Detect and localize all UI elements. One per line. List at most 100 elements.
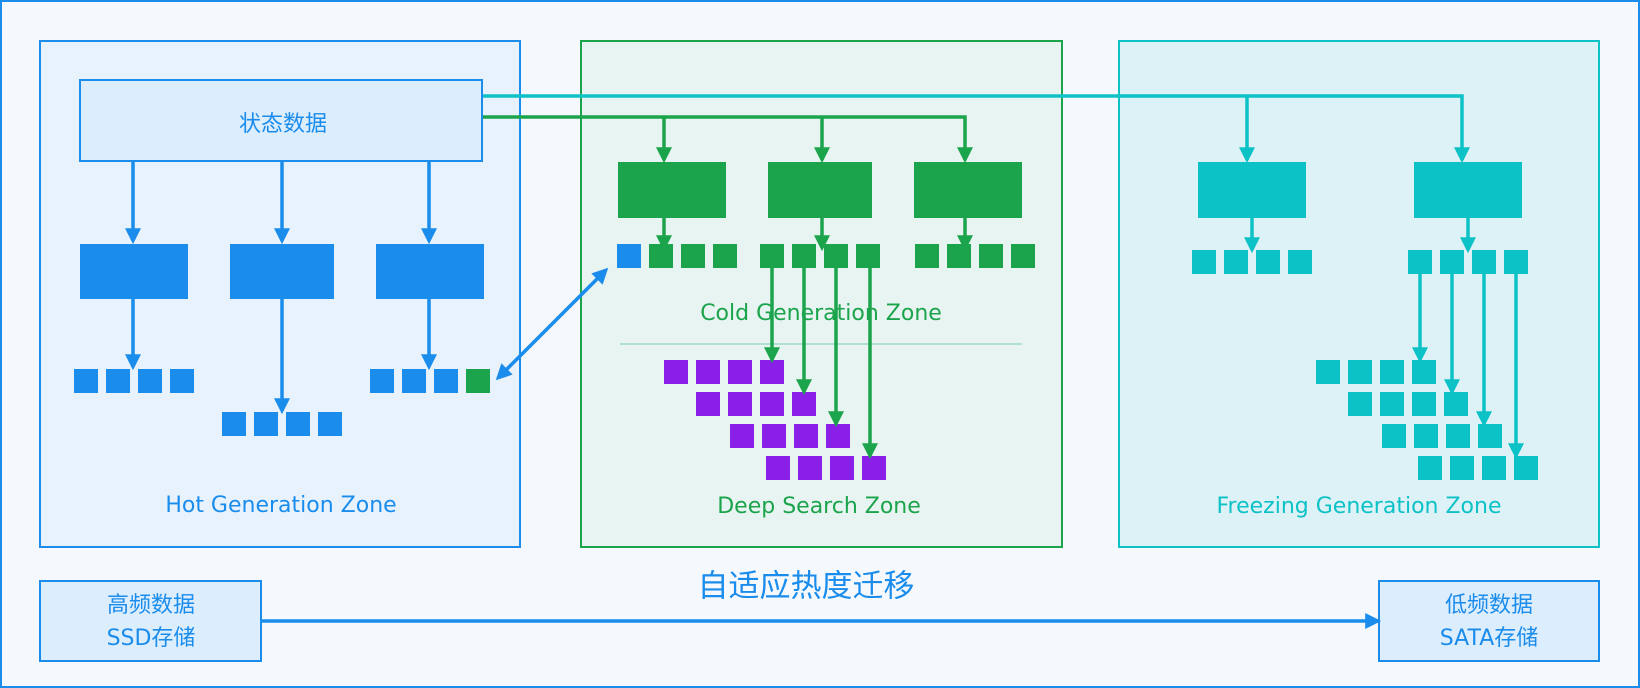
cold-segment — [824, 244, 848, 268]
freezing-deep-segment — [1382, 424, 1406, 448]
freezing-deep-segment — [1514, 456, 1538, 480]
cold-segment — [947, 244, 971, 268]
high-frequency-label: 高频数据 — [107, 593, 195, 618]
freezing-generation-block — [1414, 162, 1522, 218]
cold-segment — [979, 244, 1003, 268]
hot-segment — [286, 412, 310, 436]
cold-generation-block — [768, 162, 872, 218]
freezing-deep-segment-group — [1316, 360, 1538, 480]
deep-segment — [664, 360, 688, 384]
deep-segment-group — [664, 360, 886, 480]
cold-segment — [649, 244, 673, 268]
cold-segment — [915, 244, 939, 268]
hot-segment — [170, 369, 194, 393]
freezing-deep-segment — [1446, 424, 1470, 448]
deep-segment — [762, 424, 786, 448]
deep-segment — [728, 392, 752, 416]
deep-segment — [728, 360, 752, 384]
freezing-segment — [1472, 250, 1496, 274]
hot-segment — [402, 369, 426, 393]
cold-segment-group — [760, 244, 880, 268]
deep-segment — [798, 456, 822, 480]
hot-segment — [106, 369, 130, 393]
freezing-deep-segment — [1418, 456, 1442, 480]
migrated-cold-segment — [466, 369, 490, 393]
deep-segment — [794, 424, 818, 448]
freezing-deep-segment — [1444, 392, 1468, 416]
cold-segment — [760, 244, 784, 268]
deep-segment — [792, 392, 816, 416]
migrated-hot-segment — [617, 244, 641, 268]
deep-segment — [830, 456, 854, 480]
freezing-deep-segment — [1316, 360, 1340, 384]
hot-segment — [74, 369, 98, 393]
deep-segment — [760, 392, 784, 416]
hot-segment-group — [370, 369, 490, 393]
deep-segment — [730, 424, 754, 448]
hot-segment-group — [74, 369, 194, 393]
freezing-deep-segment — [1348, 392, 1372, 416]
freezing-segment — [1288, 250, 1312, 274]
freezing-segment — [1256, 250, 1280, 274]
freezing-deep-segment — [1482, 456, 1506, 480]
hot-generation-block — [80, 244, 188, 299]
state-data-box — [79, 79, 483, 162]
cold-segment-group — [617, 244, 737, 268]
cold-segment-group — [915, 244, 1035, 268]
cold-segment — [792, 244, 816, 268]
freezing-deep-segment — [1380, 392, 1404, 416]
freezing-generation-block — [1198, 162, 1306, 218]
hot-state-arrows — [125, 161, 437, 415]
hot-segment — [370, 369, 394, 393]
freezing-segment — [1408, 250, 1432, 274]
cold-generation-block — [618, 162, 726, 218]
deep-segment — [760, 360, 784, 384]
cold-segment — [1011, 244, 1035, 268]
hot-segment — [222, 412, 246, 436]
sata-storage-label: SATA存储 — [1440, 626, 1539, 651]
deep-segment — [766, 456, 790, 480]
cold-block-arrows — [656, 218, 973, 252]
freezing-deep-segment — [1412, 392, 1436, 416]
freezing-deep-segment — [1380, 360, 1404, 384]
hot-segment-group — [222, 412, 342, 436]
hot-segment — [318, 412, 342, 436]
freezing-deep-segment — [1478, 424, 1502, 448]
cold-segment — [856, 244, 880, 268]
low-frequency-storage-box — [1378, 580, 1600, 662]
deep-segment — [826, 424, 850, 448]
hot-segment — [254, 412, 278, 436]
cold-segment — [681, 244, 705, 268]
freezing-deep-segment — [1414, 424, 1438, 448]
state-to-freezing-arrows — [482, 94, 1470, 164]
freezing-deep-segment — [1348, 360, 1372, 384]
low-frequency-label: 低频数据 — [1445, 593, 1533, 618]
hot-segment — [434, 369, 458, 393]
hot-generation-block — [376, 244, 484, 299]
freezing-segment — [1192, 250, 1216, 274]
freezing-segment — [1504, 250, 1528, 274]
freezing-segment-group — [1408, 250, 1528, 274]
deep-segment — [696, 392, 720, 416]
state-data-label: 状态数据 — [239, 112, 327, 137]
hot-zone-label: Hot Generation Zone — [165, 493, 396, 518]
deep-segment — [862, 456, 886, 480]
deep-zone-label: Deep Search Zone — [717, 494, 921, 519]
ssd-storage-label: SSD存储 — [107, 626, 196, 651]
freezing-segment — [1224, 250, 1248, 274]
freezing-block-arrows — [1244, 218, 1476, 254]
cold-to-deep-arrows — [764, 268, 878, 460]
hot-generation-block — [230, 244, 334, 299]
freezing-deep-segment — [1412, 360, 1436, 384]
freezing-deep-segment — [1450, 456, 1474, 480]
deep-segment — [696, 360, 720, 384]
freezing-to-deep-arrows — [1412, 274, 1524, 460]
cold-segment — [713, 244, 737, 268]
state-to-cold-arrows — [482, 115, 973, 164]
freezing-segment — [1440, 250, 1464, 274]
migration-label: 自适应热度迁移 — [698, 569, 915, 605]
freezing-zone-label: Freezing Generation Zone — [1217, 494, 1502, 519]
freezing-segment-group — [1192, 250, 1312, 274]
cold-zone-label: Cold Generation Zone — [700, 301, 942, 326]
